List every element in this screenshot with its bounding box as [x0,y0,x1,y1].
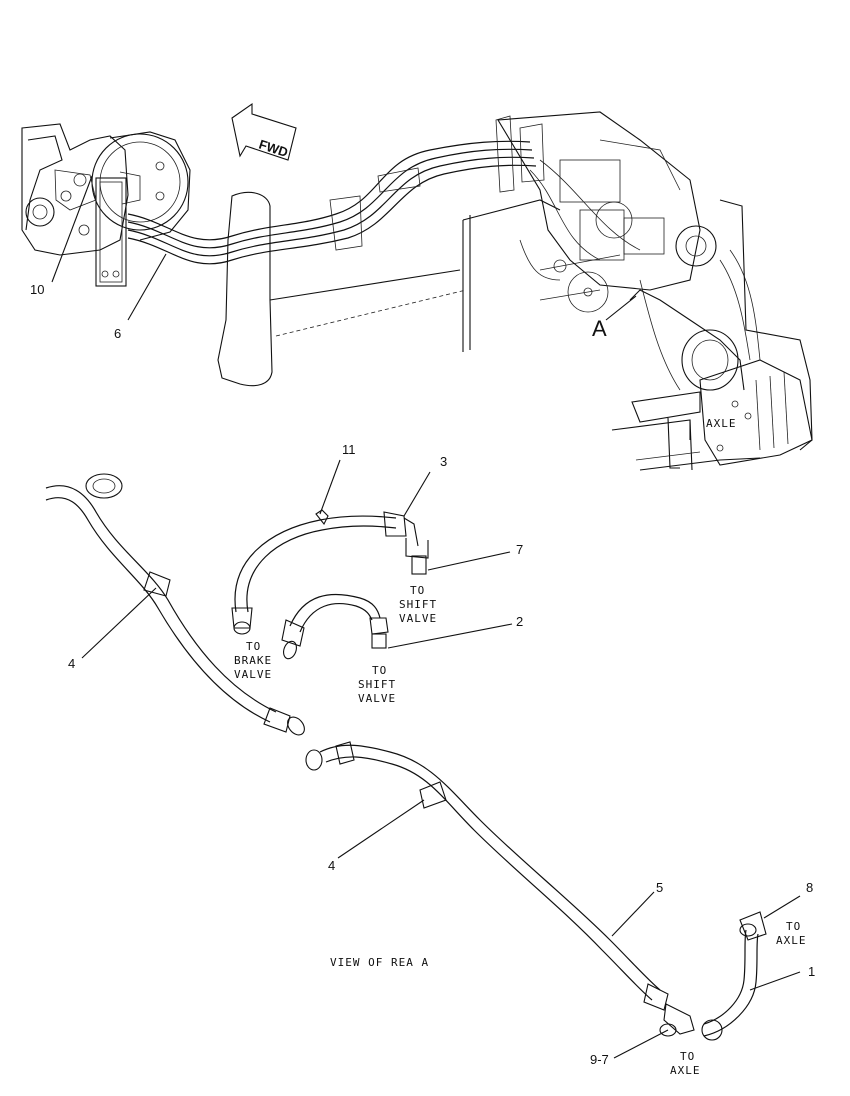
svg-text:AXLE: AXLE [670,1064,701,1077]
callout-6: 6 [114,326,121,341]
callout-11: 11 [342,442,356,457]
leader-lines [51,175,801,1059]
left-mount-bracket [21,123,191,287]
note-to-shift-valve-lower: TO SHIFT VALVE [358,664,396,705]
axle-label: AXLE [706,417,737,430]
hose-bundle-6 [127,115,545,265]
svg-text:SHIFT: SHIFT [399,598,437,611]
note-to-axle-right: TO AXLE [776,920,807,947]
callout-numbers: 10 6 11 3 7 2 4 4 5 8 1 9-7 [30,282,815,1067]
svg-text:VALVE: VALVE [358,692,396,705]
callout-4-upper: 4 [68,656,75,671]
svg-text:TO: TO [786,920,801,933]
note-to-brake-valve: TO BRAKE VALVE [234,640,272,681]
note-to-shift-valve-upper: TO SHIFT VALVE [399,584,437,625]
fitting-9-7 [659,1003,695,1037]
hose-2 [281,593,389,660]
callout-9-7: 9-7 [590,1052,609,1067]
valve-body-cluster [497,111,761,391]
hose-1 [701,911,767,1041]
svg-text:BRAKE: BRAKE [234,654,272,667]
frame-rail [217,191,621,387]
svg-text:TO: TO [246,640,261,653]
fwd-label: FWD [257,137,290,160]
svg-text:TO: TO [680,1050,695,1063]
svg-text:VALVE: VALVE [234,668,272,681]
destination-notes: TO SHIFT VALVE TO BRAKE VALVE TO SHIFT V… [234,584,807,1077]
svg-text:TO: TO [410,584,425,597]
callout-2: 2 [516,614,523,629]
svg-text:AXLE: AXLE [776,934,807,947]
clip-11 [315,509,329,526]
callout-10: 10 [30,282,44,297]
area-a-marker: A [592,295,637,341]
svg-text:VALVE: VALVE [399,612,437,625]
callout-3: 3 [440,454,447,469]
transmission-housing: AXLE [611,199,813,471]
area-a-label: A [592,316,607,341]
hose-3 [231,509,429,635]
hose-4-upper [45,473,305,736]
callout-5: 5 [656,880,663,895]
view-area-a: 10 6 11 3 7 2 4 4 5 8 1 9-7 TO SHIFT VAL… [30,175,815,1077]
callout-7: 7 [516,542,523,557]
callout-4-lower: 4 [328,858,335,873]
hose-5 [305,741,669,1011]
svg-text:TO: TO [372,664,387,677]
note-to-axle-bottom: TO AXLE [670,1050,701,1077]
callout-1: 1 [808,964,815,979]
view-caption: VIEW OF REA A [330,956,429,969]
callout-8: 8 [806,880,813,895]
forward-direction-arrow: FWD [231,102,297,161]
svg-text:SHIFT: SHIFT [358,678,396,691]
upper-assembly: FWD [21,102,813,471]
